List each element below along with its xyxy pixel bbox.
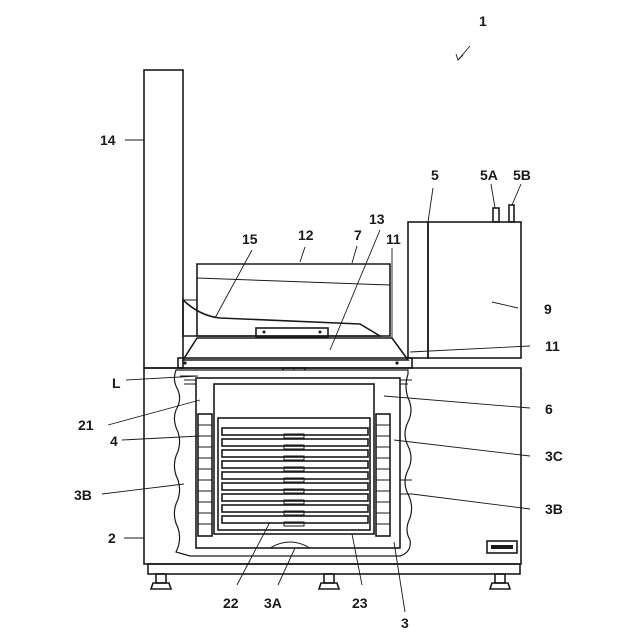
ref-5: 5 [431,167,439,183]
ref-7: 7 [354,227,362,243]
ref-13: 13 [369,211,385,227]
ref-21: 21 [78,417,94,433]
ref-11-right: 11 [545,338,560,354]
ref-22: 22 [223,595,239,611]
ref-3A: 3A [264,595,282,611]
ref-15: 15 [242,231,258,247]
ref-L: L [112,375,121,391]
ref-2: 2 [108,530,116,546]
ref-5B: 5B [513,167,531,183]
ref-5A: 5A [480,167,498,183]
ref-4: 4 [110,433,118,449]
ref-23: 23 [352,595,368,611]
ref-3: 3 [401,615,409,631]
ref-3B-right: 3B [545,501,563,517]
ref-1: 1 [479,13,487,29]
control-box-9 [408,205,521,358]
column-14 [144,70,183,368]
ref-6: 6 [545,401,553,417]
ref-12: 12 [298,227,314,243]
ref-3B-left: 3B [74,487,92,503]
ref-14: 14 [100,132,116,148]
ref-3C: 3C [545,448,563,464]
ref-11-top: 11 [386,231,401,247]
fume-hood-housing-12 [183,264,390,337]
ref-9: 9 [544,301,552,317]
